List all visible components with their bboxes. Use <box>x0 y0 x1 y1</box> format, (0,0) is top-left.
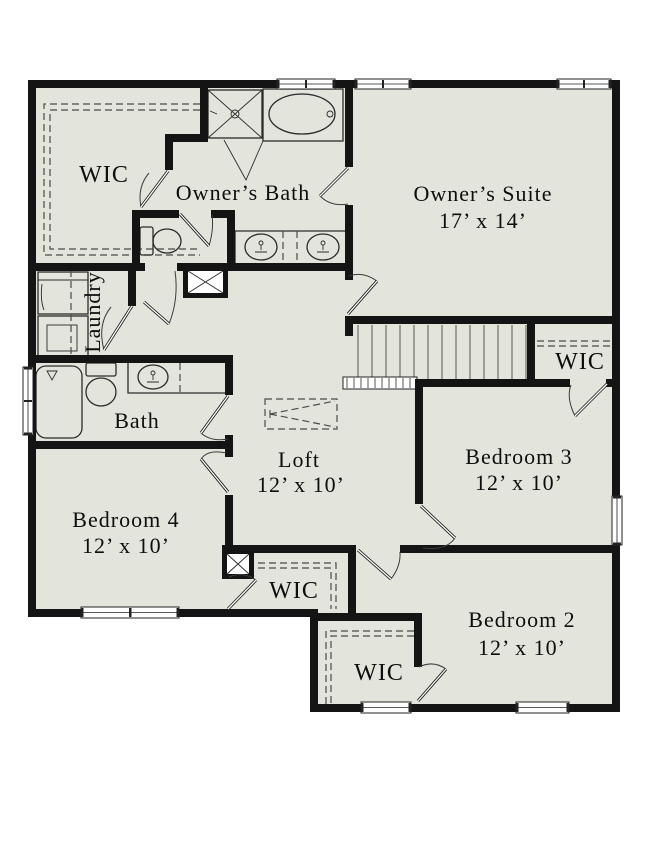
room-label-bedroom3: Bedroom 3 <box>465 444 573 469</box>
room-label-bedroom3-wic: WIC <box>555 349 605 375</box>
staircase <box>342 325 527 390</box>
window <box>276 78 336 90</box>
room-dims-bedroom2: 12’ x 10’ <box>477 635 567 660</box>
room-dims-owners-suite: 17’ x 14’ <box>438 208 528 233</box>
linen-closet <box>183 266 228 298</box>
window <box>556 78 612 90</box>
doors <box>101 166 609 702</box>
window <box>360 701 412 714</box>
window <box>611 495 623 546</box>
room-label-loft: Loft <box>278 447 320 472</box>
windows <box>22 78 623 714</box>
room-label-bedroom4: Bedroom 4 <box>72 507 180 532</box>
closet-shelving <box>43 103 611 704</box>
room-label-owners-suite: Owner’s Suite <box>413 181 553 206</box>
window <box>80 606 180 619</box>
room-label-bedroom2: Bedroom 2 <box>468 607 576 632</box>
small-closet <box>222 549 254 579</box>
loft-dashed-feature <box>264 398 338 430</box>
room-dims-bedroom4: 12’ x 10’ <box>81 533 171 558</box>
window <box>22 366 34 436</box>
stair-railing <box>342 376 418 390</box>
room-label-bedroom2-wic: WIC <box>354 660 404 686</box>
room-dims-loft: 12’ x 10’ <box>256 472 346 497</box>
window <box>354 78 412 90</box>
room-label-owners-bath: Owner’s Bath <box>175 180 311 205</box>
room-label-laundry: Laundry <box>80 271 105 353</box>
room-label-owner-wic: WIC <box>79 162 129 188</box>
window <box>515 701 570 714</box>
room-dims-bedroom3: 12’ x 10’ <box>474 470 564 495</box>
room-label-bath: Bath <box>114 408 160 433</box>
room-label-bedroom4-wic: WIC <box>269 578 319 604</box>
owners-bath-fixtures <box>139 88 345 263</box>
